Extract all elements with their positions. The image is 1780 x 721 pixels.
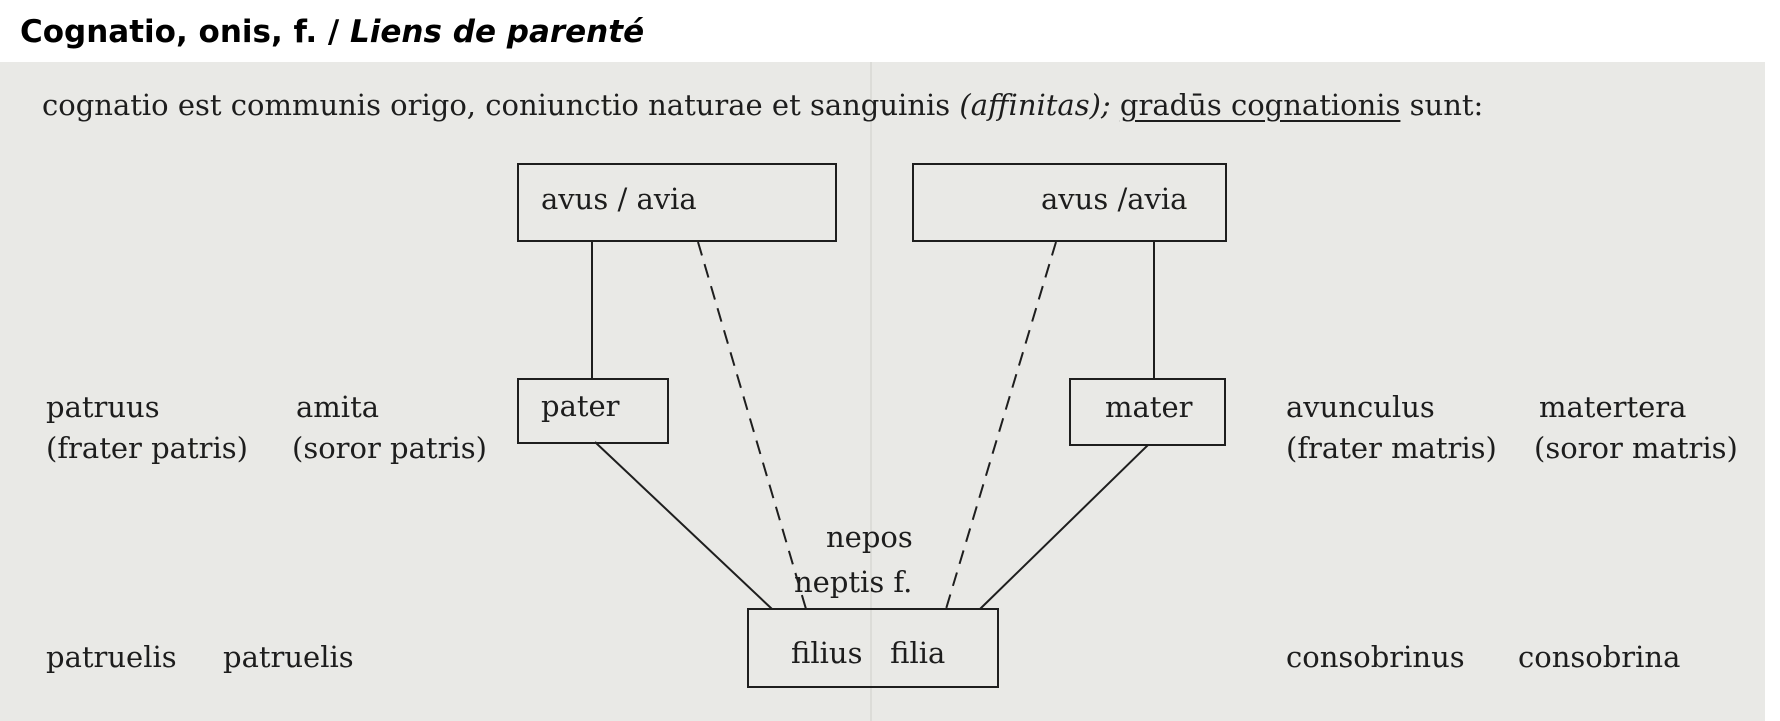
line-mater-filia [979,444,1149,610]
box-pater [517,378,669,444]
dashed-line-avus-nepos [697,241,807,610]
label-amita-def: (soror patris) [292,431,487,465]
label-patruelis-m: patruelis [46,640,177,674]
label-patruus-def: (frater patris) [46,431,248,465]
label-patruelis-f: patruelis [223,640,354,674]
title-bar: Cognatio, onis, f. / Liens de parenté [0,0,1765,62]
box-mater [1069,378,1226,446]
label-patruus: patruus [46,390,160,424]
line-pater-filius [594,441,773,610]
label-consobrina: consobrina [1518,640,1681,674]
dashed-line-avia-neptis [945,241,1057,610]
title-latin: Cognatio, onis, f. / [20,14,340,50]
page-title: Cognatio, onis, f. / Liens de parenté [20,14,644,50]
box-avus-avia-maternal [912,163,1227,242]
intro-gradus: gradūs cognationis [1119,88,1401,122]
intro-text: cognatio est communis origo, coniunctio … [42,88,951,122]
title-french: Liens de parenté [350,14,645,50]
intro-sunt: sunt: [1409,88,1484,122]
label-avunculus: avunculus [1286,390,1435,424]
label-filius-filia: filius filia [791,636,946,670]
label-matertera: matertera [1539,390,1687,424]
label-amita: amita [296,390,380,424]
label-avus-avia-paternal: avus / avia [541,182,697,216]
label-avus-avia-maternal: avus /avia [1041,182,1188,216]
label-mater: mater [1105,390,1193,424]
label-neptis: neptis f. [794,565,913,599]
box-avus-avia-paternal [517,163,837,242]
label-avunculus-def: (frater matris) [1286,431,1497,465]
intro-sentence: cognatio est communis origo, coniunctio … [42,88,1483,122]
label-nepos: nepos [826,520,913,554]
label-pater: pater [541,389,620,423]
label-consobrinus: consobrinus [1286,640,1465,674]
intro-affinitas: (affinitas); [959,88,1111,122]
scanned-page-background [0,62,1765,721]
box-filius-filia [747,608,999,688]
label-matertera-def: (soror matris) [1534,431,1738,465]
